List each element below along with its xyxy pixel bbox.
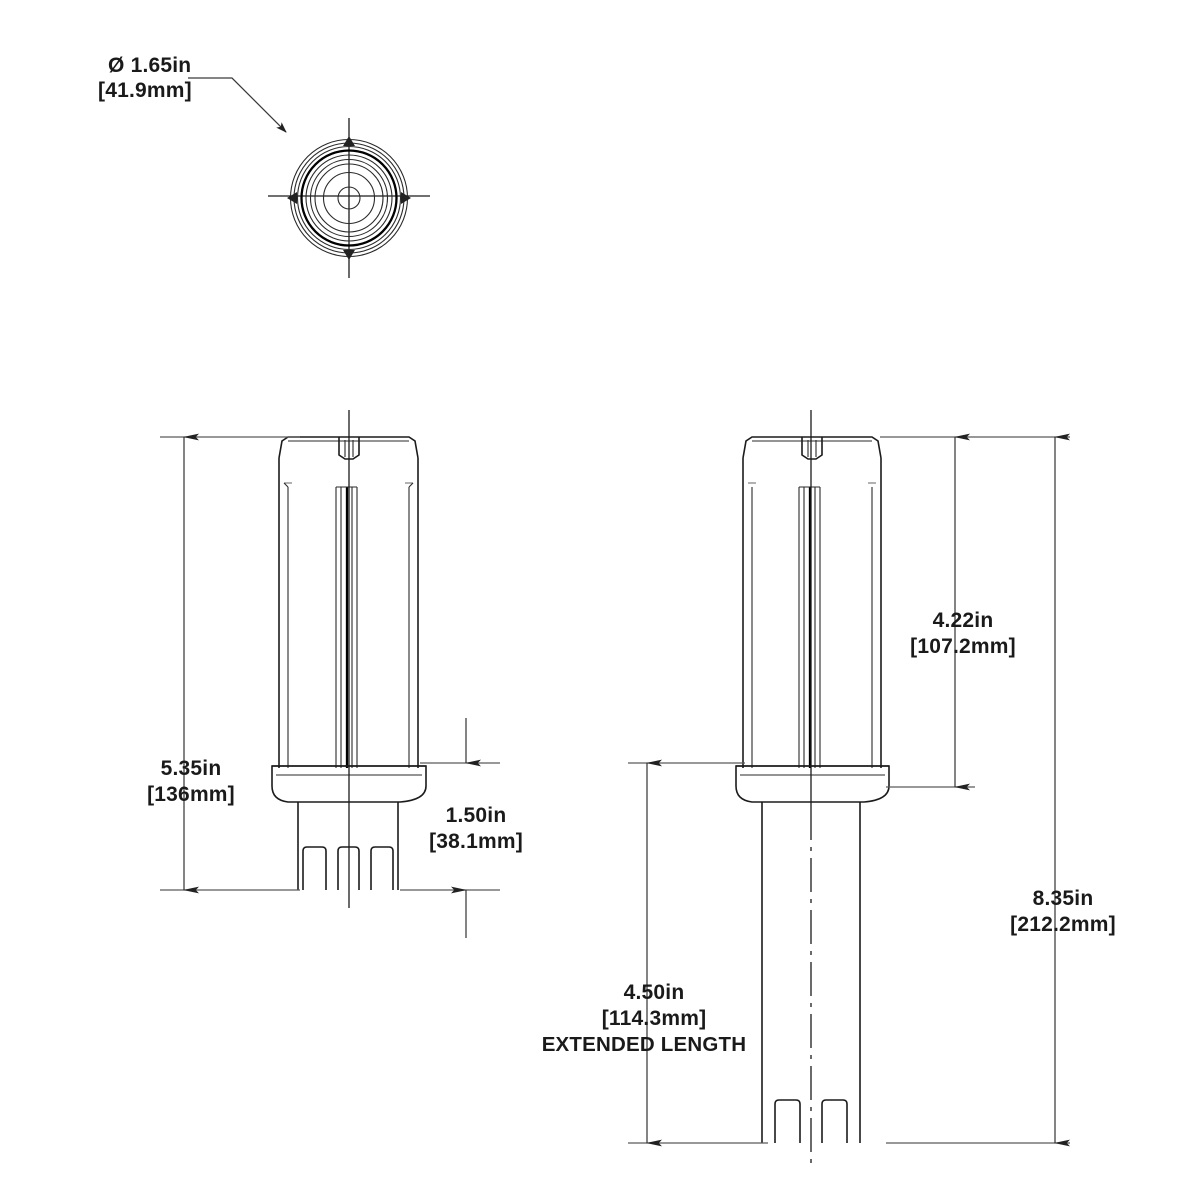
top-view-circle-inner xyxy=(322,171,376,225)
extended-top-nub xyxy=(801,437,823,460)
top-view-tick-left xyxy=(287,192,297,204)
total-extended-label-inch: 8.35in xyxy=(1033,887,1094,910)
diameter-leader-line xyxy=(188,77,287,133)
front-view-extended: 4.22in [107.2mm] 8.35in [212.2mm] 4.50in… xyxy=(542,410,1116,1168)
extended-pin-2 xyxy=(821,1099,848,1143)
retracted-pin-1 xyxy=(302,846,327,890)
top-view-circle-6 xyxy=(309,158,389,238)
retracted-inner-right-fillet xyxy=(408,482,414,488)
top-view-circle-5 xyxy=(305,154,393,242)
diameter-label-inch: Ø 1.65in xyxy=(108,54,191,77)
top-view-circle-7 xyxy=(314,163,384,233)
extended-length-label-inch: 4.50in xyxy=(624,981,685,1004)
front-view-retracted: 5.35in [136mm] 1.50in [38.1mm] xyxy=(147,410,523,938)
top-view: Ø 1.65in [41.9mm] xyxy=(98,54,430,278)
overall-height-label-inch: 5.35in xyxy=(161,757,222,780)
body-height-label-metric: [107.2mm] xyxy=(910,635,1016,658)
extended-length-label-metric: [114.3mm] xyxy=(602,1007,707,1030)
top-view-circle-3 xyxy=(296,145,402,251)
extended-top-cap xyxy=(742,436,882,459)
extended-pin-1 xyxy=(774,1099,801,1143)
retracted-inner-left-fillet xyxy=(283,482,289,488)
retracted-pin-3 xyxy=(370,846,394,890)
overall-height-label-metric: [136mm] xyxy=(147,783,235,806)
top-view-tick-top xyxy=(343,136,355,146)
total-extended-label-metric: [212.2mm] xyxy=(1010,913,1116,936)
top-view-tick-right xyxy=(401,192,411,204)
diameter-label-metric: [41.9mm] xyxy=(98,79,192,102)
top-view-tick-bottom xyxy=(343,250,355,260)
extended-length-note: EXTENDED LENGTH xyxy=(542,1033,747,1056)
retracted-base-flange xyxy=(271,765,427,803)
pin-length-label-inch: 1.50in xyxy=(446,804,507,827)
pin-length-label-metric: [38.1mm] xyxy=(429,830,523,853)
body-height-label-inch: 4.22in xyxy=(933,609,994,632)
top-view-circle-bore xyxy=(337,186,361,210)
extended-base-flange xyxy=(735,765,890,803)
top-view-circle-body xyxy=(300,149,398,247)
